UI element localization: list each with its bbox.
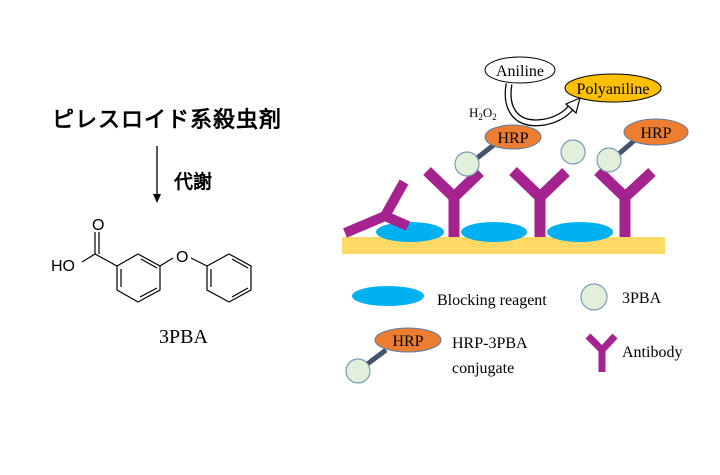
blocking-reagent: [547, 222, 613, 242]
legend-antibody-label: Antibody: [622, 344, 683, 361]
legend-conjugate-label-line1: HRP-3PBA: [452, 335, 528, 352]
legend-3pba-swatch: [580, 283, 608, 311]
legend-conjugate-label-line2: conjugate: [452, 360, 515, 377]
3pba-hapten: [596, 147, 622, 173]
blocking-reagent: [376, 222, 444, 242]
hrp-label: HRP: [640, 125, 671, 142]
legend-hapten-swatch: [345, 358, 371, 384]
3pba-hapten: [454, 151, 480, 177]
3pba-hapten: [560, 139, 586, 165]
legend-hrp-label: HRP: [392, 333, 423, 350]
metabolism-label: 代謝: [174, 171, 213, 193]
polyaniline-bubble: [564, 73, 662, 103]
hrp-enzyme: [623, 118, 689, 146]
hrp-enzyme: [484, 124, 542, 150]
3pba-structure: [81, 232, 252, 303]
benzene-ring-b: [206, 253, 252, 303]
blocking-reagent: [461, 222, 527, 242]
legend-blocking-reagent-label: Blocking reagent: [437, 292, 547, 309]
aniline-bubble: [484, 56, 556, 84]
aniline-label: Aniline: [496, 63, 544, 80]
antibody: [594, 167, 656, 237]
legend-antibody-swatch: [585, 333, 618, 372]
pyrethroid-title: ピレスロイド系殺虫剤: [52, 108, 283, 133]
benzene-ring-a: [116, 253, 161, 303]
hrp-label: HRP: [497, 130, 528, 147]
hydroxyl-label: HO: [51, 258, 75, 275]
legend-3pba-label: 3PBA: [622, 290, 662, 307]
antibody-fallen: [343, 179, 410, 238]
h2o2-label: H2O2: [469, 105, 497, 122]
ether-oxygen-label: O: [176, 249, 188, 266]
reaction-curved-arrow: [504, 83, 581, 127]
legend-hrp-swatch: [374, 327, 442, 353]
legend-blocking-reagent-swatch: [352, 286, 424, 306]
antibody: [509, 167, 570, 237]
metabolism-arrow: [153, 146, 161, 203]
polyaniline-label: Polyaniline: [577, 81, 650, 98]
carbonyl-oxygen-label: O: [92, 217, 104, 234]
3pba-molecule-name: 3PBA: [159, 326, 208, 348]
antibody: [423, 167, 484, 237]
